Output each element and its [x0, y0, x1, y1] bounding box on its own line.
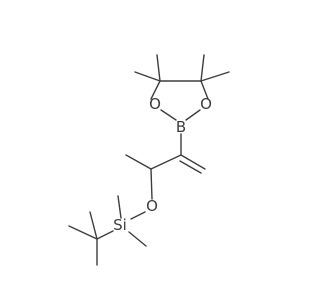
- bond-o-right-b: [185, 109, 201, 121]
- bond-c-alkene-ch: [150, 154, 182, 170]
- bond-si-methyl-up: [117, 195, 122, 219]
- bond-c-alkene-ch2-1: [180, 154, 206, 170]
- sec-carbon-fragment: [125, 154, 153, 200]
- bond-c5-methyl-up: [200, 54, 205, 82]
- molecule-drawing: O O B O Si: [68, 54, 230, 266]
- bond-c-alkene-ch2-2: [179, 160, 202, 174]
- bond-si-methyl-down: [128, 231, 147, 247]
- bond-ctbu-methyl-left: [68, 225, 98, 240]
- silyl-fragment: [68, 195, 147, 266]
- bond-si-ctbu: [96, 230, 114, 240]
- molecule-structure: O O B O Si: [68, 54, 230, 266]
- atom-silicon: Si: [113, 216, 127, 234]
- bond-c4-methyl-left: [134, 71, 161, 82]
- atom-o-ether: O: [146, 197, 158, 215]
- bond-o-si: [130, 211, 146, 220]
- bond-c5-methyl-right: [200, 71, 230, 82]
- pinacol-ring: [150, 80, 209, 121]
- pinacol-methyls: [134, 54, 230, 82]
- atom-o-ring-left: O: [149, 95, 161, 113]
- bond-c5-o-right: [200, 80, 209, 100]
- bond-ch-methyl: [125, 154, 152, 170]
- bond-ch-o-ether: [150, 168, 153, 200]
- alkenyl-fragment: [150, 133, 206, 174]
- atom-boron: B: [176, 118, 186, 136]
- bond-o-left-b: [160, 109, 177, 121]
- bond-c4-methyl-up: [156, 54, 161, 82]
- bond-ctbu-methyl-up: [89, 211, 98, 240]
- atom-o-ring-right: O: [200, 95, 212, 113]
- atom-labels: O O B O Si: [113, 95, 212, 234]
- bond-c4-o-left: [150, 80, 161, 100]
